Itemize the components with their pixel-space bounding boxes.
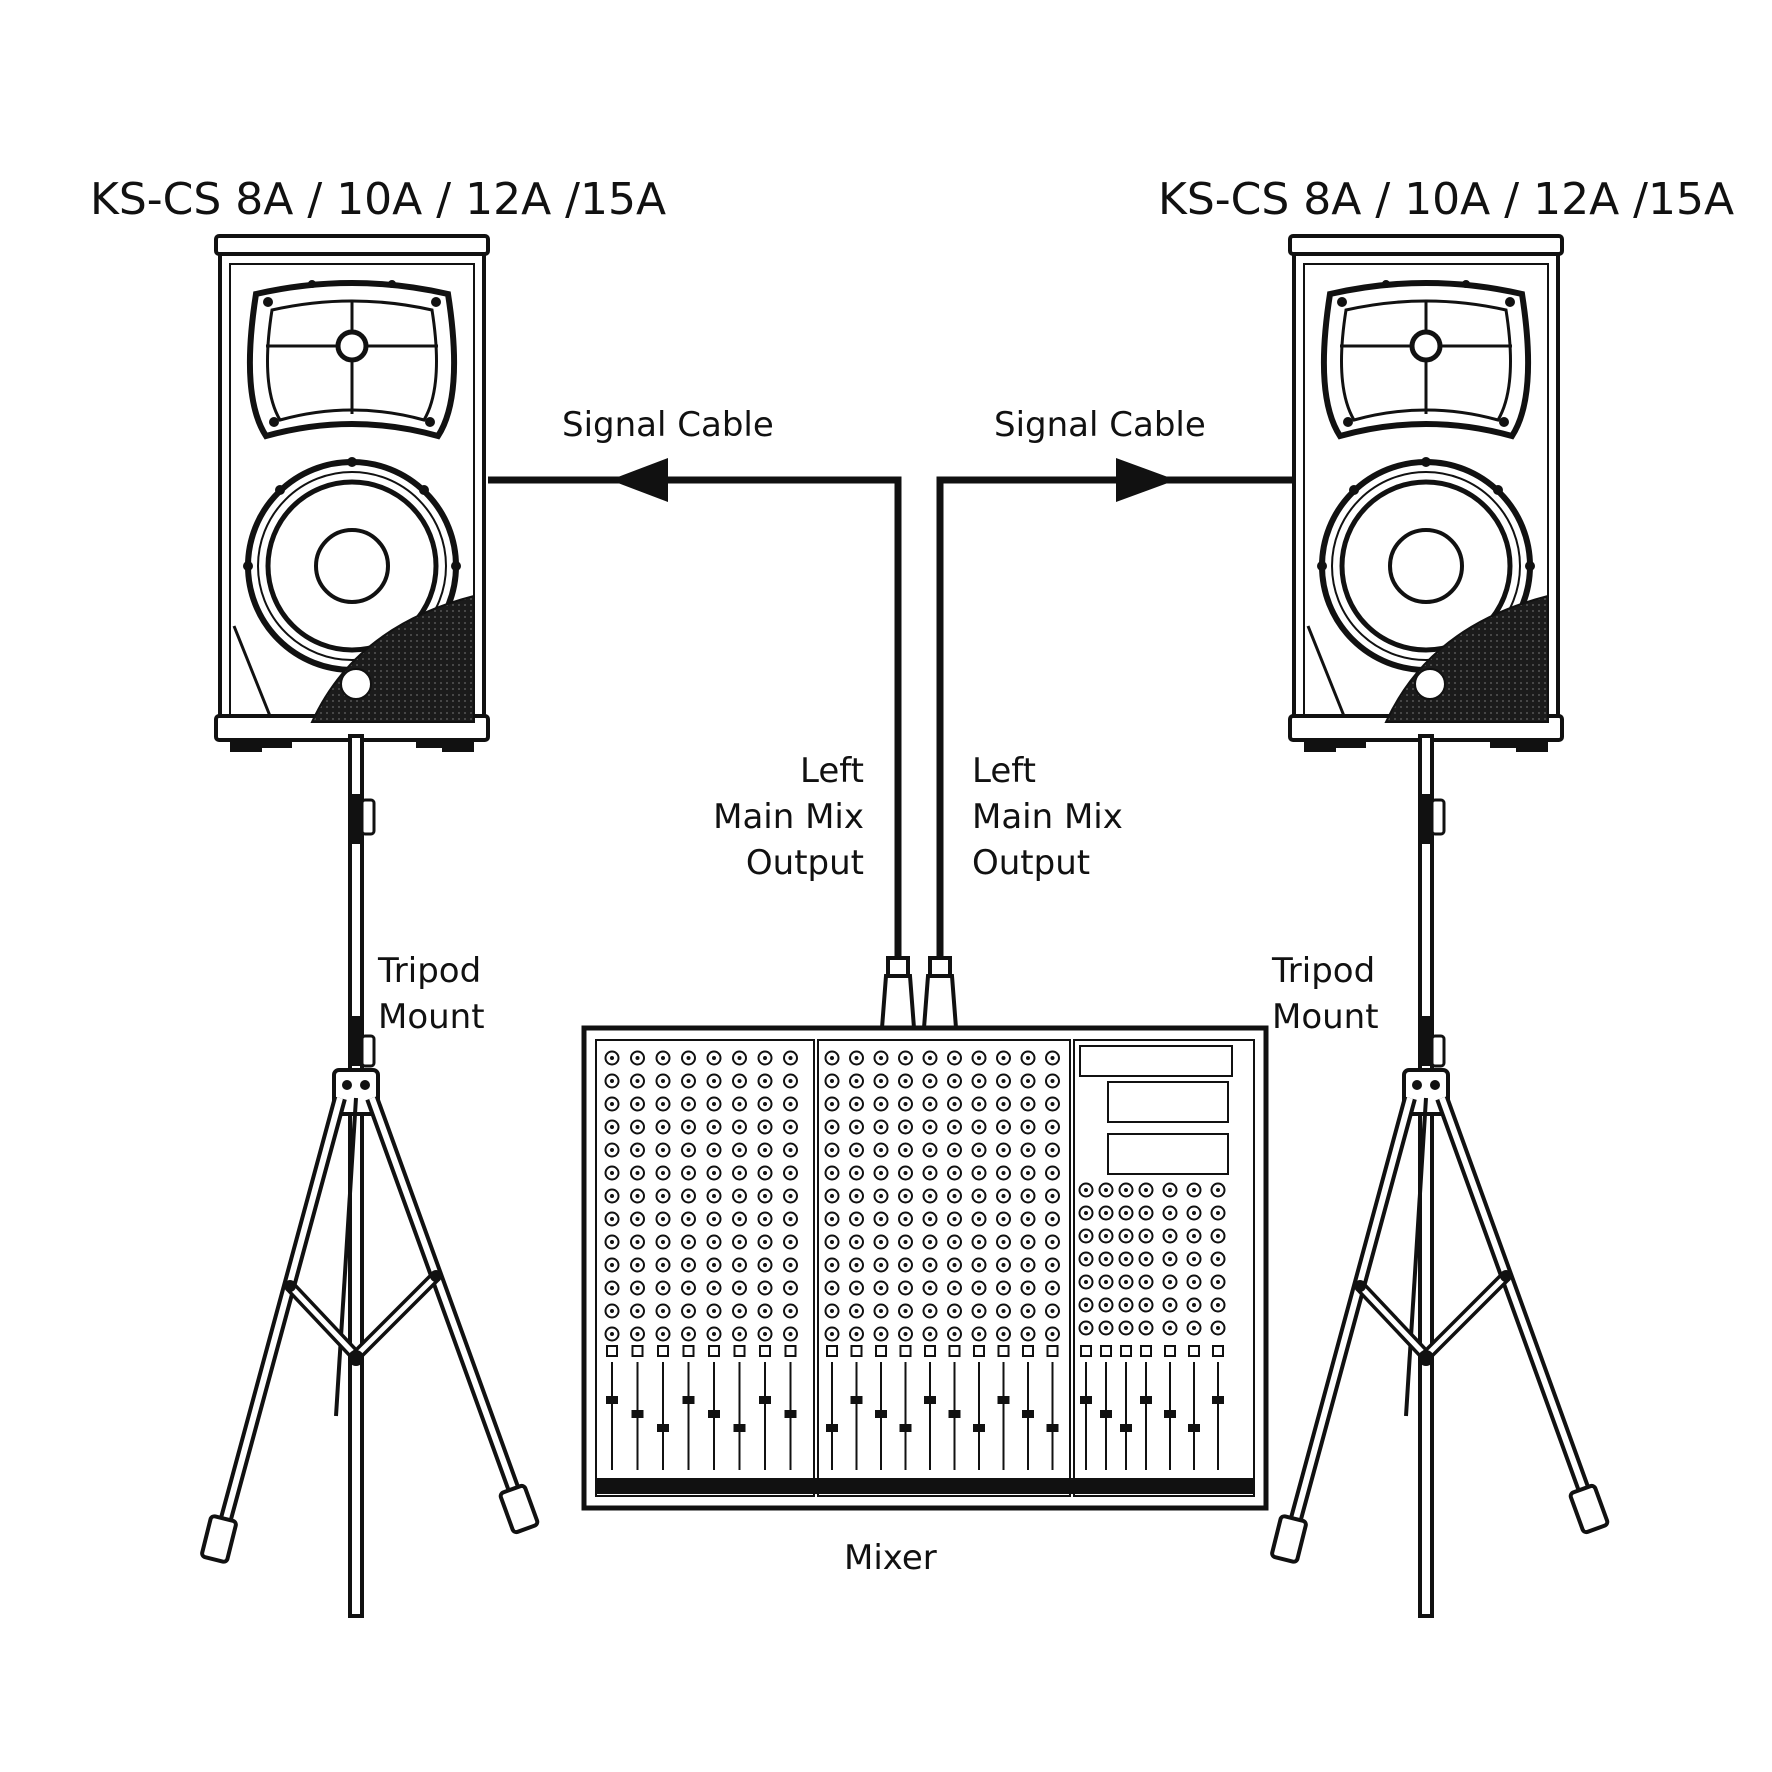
mixer-channel-strip bbox=[996, 1050, 1011, 1470]
mixer-channel-strip bbox=[1186, 1182, 1202, 1470]
mixer-channel-strip bbox=[922, 1050, 938, 1470]
mixer-channel-strip bbox=[1210, 1182, 1226, 1470]
right-tripod-line1: Tripod bbox=[1272, 951, 1376, 991]
right-output-line3: Output bbox=[972, 843, 1091, 883]
mixer-channel-strip bbox=[630, 1050, 645, 1470]
right-signal-cable bbox=[921, 458, 1294, 1030]
mixer-channel-strip bbox=[898, 1050, 913, 1470]
left-speaker-model-label: KS-CS 8A / 10A / 12A /15A bbox=[90, 174, 667, 225]
left-output-line1: Left bbox=[800, 751, 864, 791]
left-output-line3: Output bbox=[745, 843, 864, 883]
mixer-channel-strip bbox=[757, 1050, 773, 1470]
mixer-channel-strip bbox=[1138, 1182, 1154, 1470]
left-tripod-line2: Mount bbox=[378, 997, 485, 1037]
mixer-channel-strip bbox=[1162, 1182, 1178, 1470]
mixer-channel-strip bbox=[1098, 1182, 1114, 1470]
mixer-channel-strip bbox=[1078, 1182, 1094, 1470]
right-output-line2: Main Mix bbox=[972, 797, 1123, 837]
left-signal-cable-label: Signal Cable bbox=[562, 405, 774, 445]
mixer-label: Mixer bbox=[844, 1538, 937, 1578]
right-tripod-line2: Mount bbox=[1272, 997, 1379, 1037]
left-output-label: Left Main Mix Output bbox=[660, 748, 864, 886]
right-tripod-label: Tripod Mount bbox=[1272, 948, 1379, 1040]
mixer-channel-strip bbox=[947, 1050, 962, 1470]
right-output-line1: Left bbox=[972, 751, 1036, 791]
mixer-channel-strip bbox=[971, 1050, 987, 1470]
right-output-label: Left Main Mix Output bbox=[972, 748, 1192, 886]
mixer-channel-strip bbox=[1020, 1050, 1036, 1470]
right-tripod-stand bbox=[1271, 736, 1608, 1616]
left-speaker bbox=[216, 236, 488, 752]
mixer-channel-strip bbox=[873, 1050, 889, 1470]
mixer-channel-strip bbox=[732, 1050, 747, 1470]
left-tripod-line1: Tripod bbox=[378, 951, 482, 991]
right-speaker-model-label: KS-CS 8A / 10A / 12A /15A bbox=[1158, 174, 1735, 225]
right-speaker bbox=[1290, 236, 1562, 752]
left-signal-cable bbox=[488, 458, 917, 1030]
mixer-console bbox=[581, 1025, 1269, 1511]
mixer-channel-strip bbox=[681, 1050, 696, 1470]
mixer-channel-strip bbox=[849, 1050, 864, 1470]
mixer-channel-strip bbox=[824, 1050, 840, 1470]
mixer-channel-strip bbox=[655, 1050, 671, 1470]
right-signal-cable-label: Signal Cable bbox=[994, 405, 1206, 445]
mixer-channel-strip bbox=[706, 1050, 722, 1470]
mixer-channel-strip bbox=[1118, 1182, 1134, 1470]
mixer-channel-strip bbox=[1045, 1050, 1060, 1470]
mixer-channel-strip bbox=[604, 1050, 620, 1470]
mixer-channel-strip bbox=[783, 1050, 798, 1470]
left-tripod-label: Tripod Mount bbox=[378, 948, 485, 1040]
left-output-line2: Main Mix bbox=[713, 797, 864, 837]
left-tripod-stand bbox=[201, 736, 538, 1616]
